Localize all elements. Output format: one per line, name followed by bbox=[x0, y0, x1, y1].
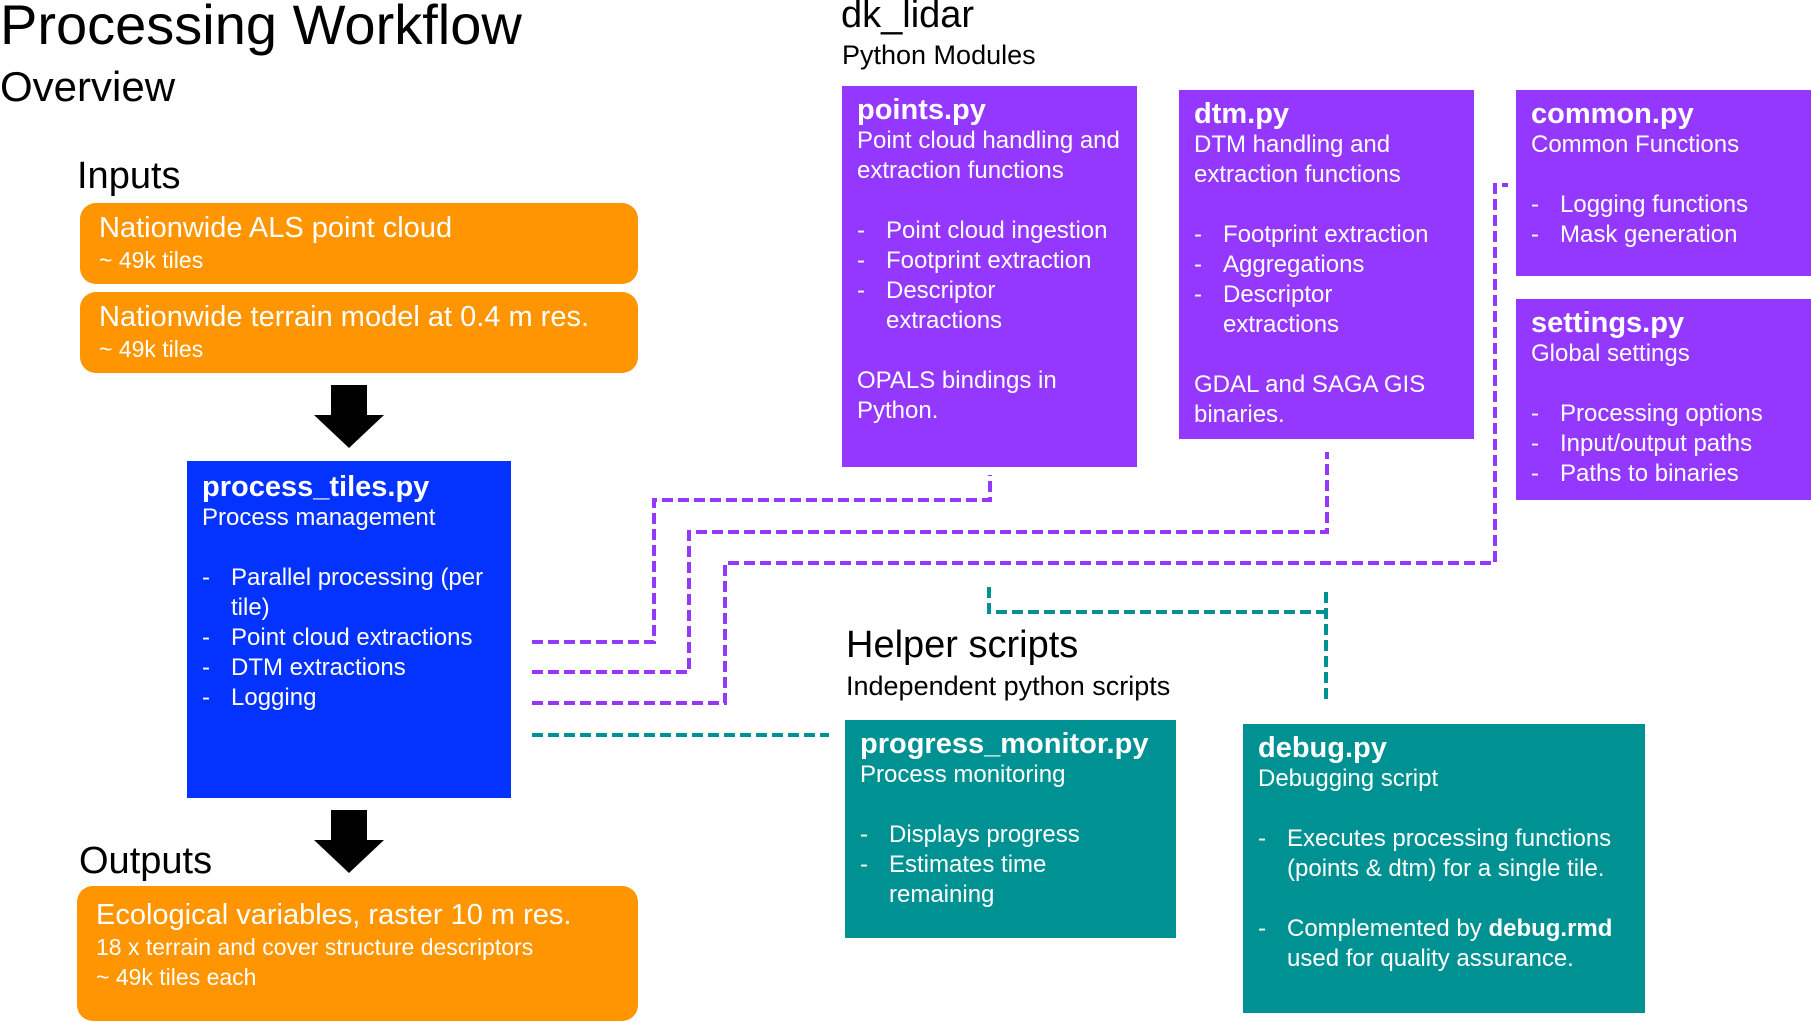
inputs-label: Inputs bbox=[77, 155, 181, 197]
bullet-list: -Processing options -Input/output paths … bbox=[1531, 399, 1797, 489]
debug-script: debug.py Debugging script -Executes proc… bbox=[1243, 724, 1645, 1013]
script-description: Process monitoring bbox=[860, 761, 1066, 788]
connector-points bbox=[532, 475, 992, 644]
module-description: DTM handling and extraction functions bbox=[1194, 131, 1401, 188]
bullet-icon: - bbox=[1531, 400, 1539, 427]
module-name: common.py bbox=[1531, 98, 1694, 130]
bullet-icon: - bbox=[1531, 191, 1539, 218]
output-detail: 18 x terrain and cover structure descrip… bbox=[96, 934, 534, 960]
page-title: Processing Workflow bbox=[0, 0, 522, 56]
package-name: dk_lidar bbox=[841, 0, 975, 36]
list-item: -Point cloud extractions bbox=[202, 624, 473, 651]
list-item: -Aggregations bbox=[1194, 251, 1365, 278]
output-title: Ecological variables, raster 10 m res. bbox=[96, 899, 572, 931]
debug-rmd-file: debug.rmd bbox=[1488, 915, 1613, 942]
connector-helper-bracket bbox=[987, 587, 1326, 614]
list-item: -Mask generation bbox=[1531, 221, 1738, 248]
bullet-icon: - bbox=[202, 654, 210, 681]
bullet-icon: - bbox=[202, 564, 210, 591]
bullet-icon: - bbox=[1258, 915, 1266, 942]
module-name: points.py bbox=[857, 94, 986, 126]
bullet-list: -Complemented by debug.rmd used for qual… bbox=[1258, 914, 1631, 974]
modules-label: Python Modules bbox=[842, 40, 1036, 70]
outputs-label: Outputs bbox=[79, 840, 213, 882]
bullet-icon: - bbox=[1194, 221, 1202, 248]
bullet-icon: - bbox=[1194, 251, 1202, 278]
output-ecological-variables: Ecological variables, raster 10 m res. 1… bbox=[77, 886, 638, 1021]
list-item: -Logging bbox=[202, 684, 317, 711]
output-detail: ~ 49k tiles each bbox=[96, 964, 257, 990]
input-title: Nationwide terrain model at 0.4 m res. bbox=[99, 301, 589, 333]
script-name: debug.py bbox=[1258, 732, 1387, 764]
bullet-list: -Logging functions -Mask generation bbox=[1531, 190, 1797, 250]
page-subtitle: Overview bbox=[0, 63, 176, 110]
bullet-icon: - bbox=[1258, 825, 1266, 852]
bullet-icon: - bbox=[1531, 460, 1539, 487]
bullet-list: -Displays progress -Estimates time remai… bbox=[860, 820, 1162, 910]
list-item: -Input/output paths bbox=[1531, 430, 1753, 457]
list-item: -Descriptor extractions bbox=[857, 277, 1003, 334]
list-item: -Paths to binaries bbox=[1531, 460, 1739, 487]
list-item: -Processing options bbox=[1531, 400, 1763, 427]
bullet-list: -Executes processing functions (points &… bbox=[1258, 824, 1631, 884]
input-detail: ~ 49k tiles bbox=[99, 336, 204, 362]
input-detail: ~ 49k tiles bbox=[99, 247, 204, 273]
settings-module: settings.py Global settings -Processing … bbox=[1516, 299, 1811, 500]
list-item: -Complemented by debug.rmd used for qual… bbox=[1258, 915, 1613, 972]
progress-monitor-script: progress_monitor.py Process monitoring -… bbox=[845, 720, 1176, 938]
module-name: process_tiles.py bbox=[202, 471, 430, 503]
bullet-icon: - bbox=[857, 217, 865, 244]
list-item: -Logging functions bbox=[1531, 191, 1749, 218]
bullet-list: -Point cloud ingestion -Footprint extrac… bbox=[857, 216, 1123, 336]
list-item: -Executes processing functions (points &… bbox=[1258, 825, 1612, 882]
list-item: -Point cloud ingestion bbox=[857, 217, 1108, 244]
down-arrow-icon bbox=[314, 810, 384, 873]
module-name: settings.py bbox=[1531, 307, 1685, 339]
list-item: -Footprint extraction bbox=[1194, 221, 1429, 248]
input-als-point-cloud: Nationwide ALS point cloud ~ 49k tiles bbox=[80, 203, 638, 284]
script-name: progress_monitor.py bbox=[860, 728, 1149, 760]
list-item: -Footprint extraction bbox=[857, 247, 1092, 274]
process-tiles-module: process_tiles.py Process management -Par… bbox=[187, 461, 511, 798]
bullet-list: -Footprint extraction -Aggregations -Des… bbox=[1194, 220, 1460, 340]
list-item: -Parallel processing (per tile) bbox=[202, 564, 484, 621]
list-item: -DTM extractions bbox=[202, 654, 406, 681]
bullet-icon: - bbox=[857, 247, 865, 274]
bullet-list: -Parallel processing (per tile) -Point c… bbox=[202, 563, 497, 713]
module-note: GDAL and SAGA GIS binaries. bbox=[1194, 371, 1426, 428]
module-description: Global settings bbox=[1531, 340, 1690, 367]
bullet-icon: - bbox=[1531, 221, 1539, 248]
list-item: -Estimates time remaining bbox=[860, 851, 1047, 908]
bullet-icon: - bbox=[202, 624, 210, 651]
list-item: -Displays progress bbox=[860, 821, 1080, 848]
bullet-icon: - bbox=[857, 277, 865, 304]
down-arrow-icon bbox=[314, 385, 384, 448]
module-description: Common Functions bbox=[1531, 131, 1740, 158]
dtm-module: dtm.py DTM handling and extraction funct… bbox=[1179, 90, 1474, 439]
bullet-icon: - bbox=[202, 684, 210, 711]
bullet-icon: - bbox=[860, 851, 868, 878]
bullet-icon: - bbox=[1194, 281, 1202, 308]
bullet-icon: - bbox=[860, 821, 868, 848]
helpers-sublabel: Independent python scripts bbox=[846, 671, 1171, 701]
module-note: OPALS bindings in Python. bbox=[857, 367, 1057, 424]
bullet-icon: - bbox=[1531, 430, 1539, 457]
module-description: Process management bbox=[202, 504, 436, 531]
list-item: -Descriptor extractions bbox=[1194, 281, 1340, 338]
input-title: Nationwide ALS point cloud bbox=[99, 212, 453, 244]
module-name: dtm.py bbox=[1194, 98, 1290, 130]
input-terrain-model: Nationwide terrain model at 0.4 m res. ~… bbox=[80, 292, 638, 373]
module-description: Point cloud handling and extraction func… bbox=[857, 127, 1120, 184]
common-module: common.py Common Functions -Logging func… bbox=[1516, 90, 1811, 276]
points-module: points.py Point cloud handling and extra… bbox=[842, 86, 1137, 467]
script-description: Debugging script bbox=[1258, 765, 1439, 792]
helpers-label: Helper scripts bbox=[846, 624, 1079, 666]
